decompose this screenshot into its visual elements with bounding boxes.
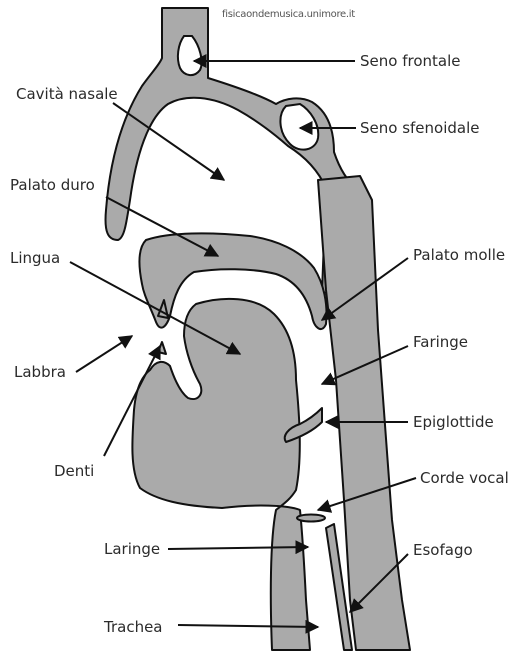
label-palato-molle: Palato molle: [413, 246, 505, 264]
label-faringe: Faringe: [413, 333, 468, 351]
label-denti: Denti: [54, 462, 94, 480]
label-labbra: Labbra: [14, 363, 66, 381]
label-esofago: Esofago: [413, 541, 473, 559]
label-seno-sfenoidale: Seno sfenoidale: [360, 119, 480, 137]
label-epiglottide: Epiglottide: [413, 413, 494, 431]
label-seno-frontale: Seno frontale: [360, 52, 460, 70]
source-credit: fisicaondemusica.unimore.it: [222, 9, 355, 20]
label-corde-vocali: Corde vocali: [420, 469, 508, 487]
label-laringe: Laringe: [104, 540, 160, 558]
pointer-labbra: [76, 336, 132, 372]
pharynx-esophagus-wall: [318, 176, 410, 650]
vocal-cords: [297, 515, 325, 522]
label-trachea: Trachea: [103, 618, 163, 636]
label-palato-duro: Palato duro: [10, 176, 95, 194]
label-cavita-nasale: Cavità nasale: [16, 85, 118, 103]
label-lingua: Lingua: [10, 249, 60, 267]
